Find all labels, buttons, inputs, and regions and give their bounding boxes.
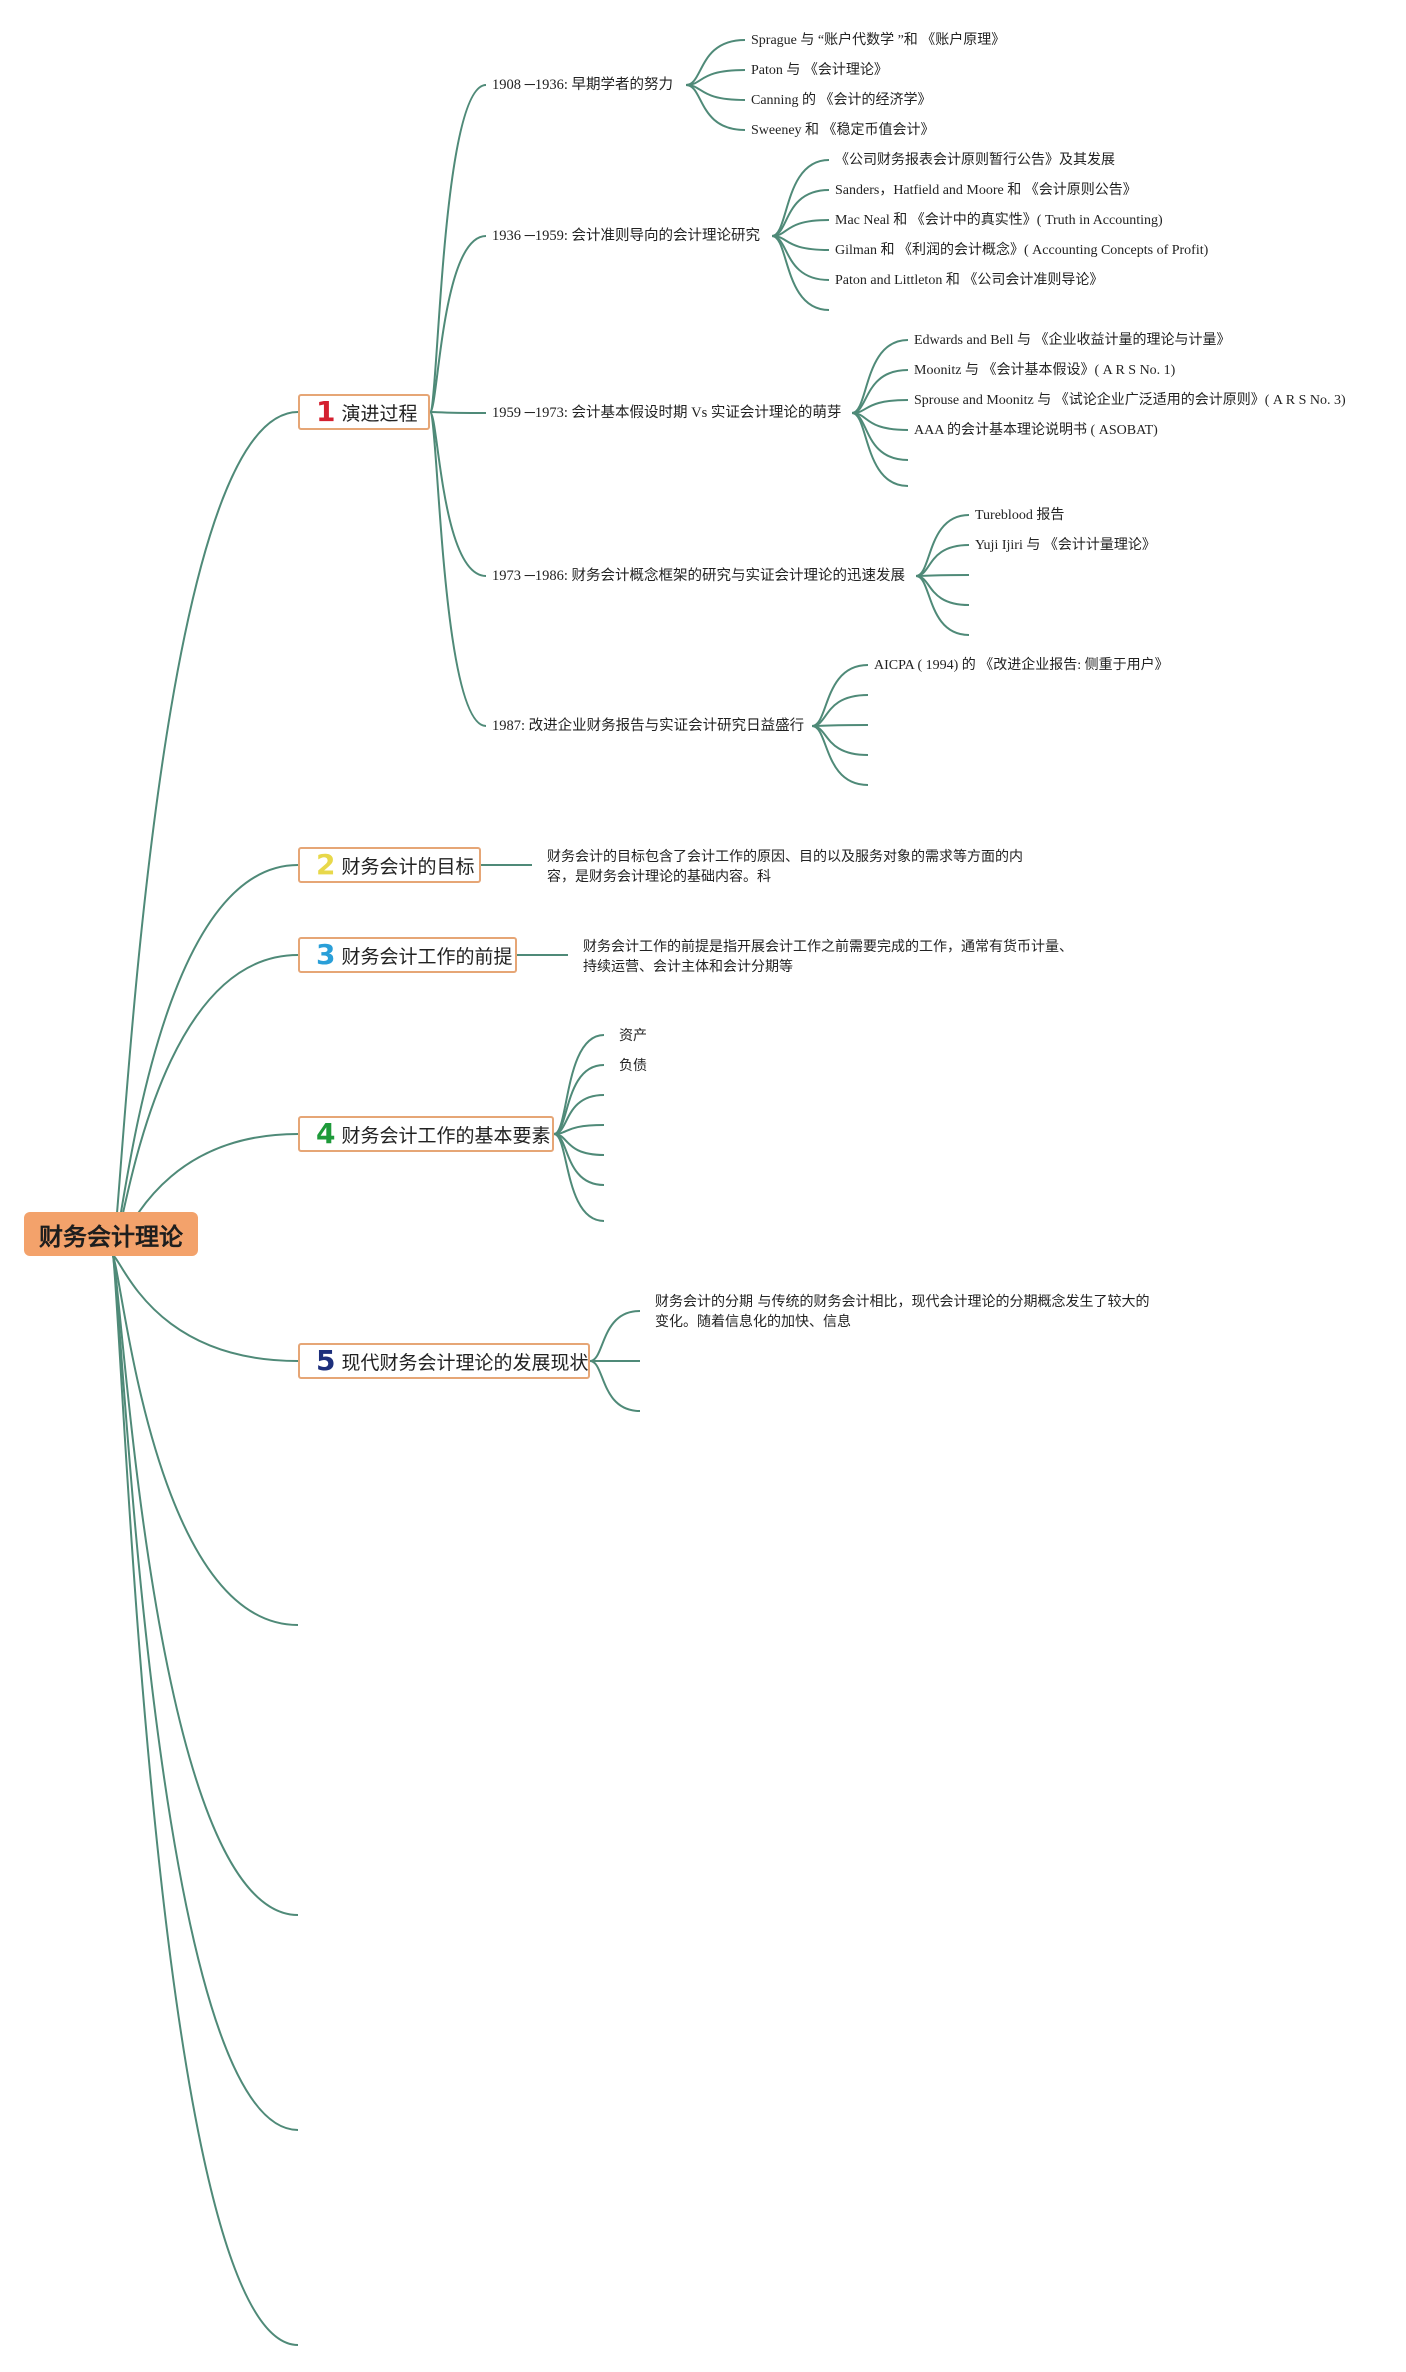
leaf-edwards-bell[interactable]: Edwards and Bell 与 《企业收益计量的理论与计量》 [914,333,1231,348]
connector [811,664,869,727]
topic-label: 现代财务会计理论的发展现状 [341,1351,589,1374]
connector [111,864,299,1256]
root-topic[interactable]: 财务会计理论 [24,1212,198,1256]
connector [811,725,869,756]
connector [811,694,869,727]
connector [589,1310,641,1362]
topic-number: 4 [316,1117,336,1150]
topic-evolution[interactable]: 1 演进过程 [298,394,430,430]
leaf-paton-littleton[interactable]: Paton and Littleton 和 《公司会计准则导论》 [835,273,1104,288]
topic-number: 2 [316,848,336,881]
connector [811,724,869,727]
connector [111,1254,299,2131]
era-1973-1986[interactable]: 1973 ─1986: 财务会计概念框架的研究与实证会计理论的迅速发展 [492,568,906,584]
era-1936-1959[interactable]: 1936 ─1959: 会计准则导向的会计理论研究 [492,228,761,244]
connector [851,412,909,487]
leaf-paton[interactable]: Paton 与 《会计理论》 [751,63,888,78]
premises-description[interactable]: 财务会计工作的前提是指开展会计工作之前需要完成的工作，通常有货币计量、持续运营、… [583,939,1073,975]
connector [685,84,746,131]
connector [851,339,909,414]
leaf-sanders[interactable]: Sanders，Hatfield and Moore 和 《会计原则公告》 [835,183,1137,198]
topic-objectives[interactable]: 2 财务会计的目标 [298,847,481,883]
connector [915,575,970,606]
connector [553,1094,605,1135]
leaf-moonitz[interactable]: Moonitz 与 《会计基本假设》( A R S No. 1) [914,363,1176,378]
leaf-interim-announcement[interactable]: 《公司财务报表会计原则暂行公告》及其发展 [835,153,1115,168]
topic-current-development[interactable]: 5 现代财务会计理论的发展现状 [298,1343,590,1379]
connector [685,84,746,101]
connector [771,159,830,237]
era-1908-1936[interactable]: 1908 ─1936: 早期学者的努力 [492,77,674,93]
connector [111,1254,299,1362]
element-liabilities[interactable]: 负债 [619,1058,647,1074]
connector [111,1254,299,1626]
connector [429,411,487,727]
topic-number: 1 [316,395,336,428]
leaf-aicpa[interactable]: AICPA ( 1994) 的 《改进企业报告: 侧重于用户》 [874,658,1169,673]
connector [771,235,830,311]
connector [851,369,909,414]
topic-premises[interactable]: 3 财务会计工作的前提 [298,937,517,973]
connector [429,411,487,414]
connector [915,575,970,636]
topic-label: 财务会计的目标 [341,855,475,878]
connector [915,544,970,577]
connector [915,574,970,577]
connector [771,189,830,237]
connector [553,1034,605,1135]
era-1959-1973[interactable]: 1959 ─1973: 会计基本假设时期 Vs 实证会计理论的萌芽 [492,405,842,421]
connector [685,69,746,86]
leaf-canning[interactable]: Canning 的 《会计的经济学》 [751,93,932,108]
connector [111,1254,299,2346]
topic-label: 财务会计工作的基本要素 [341,1124,551,1147]
leaf-gilman[interactable]: Gilman 和 《利润的会计概念》( Accounting Concepts … [835,243,1209,258]
topic-number: 5 [316,1344,336,1377]
topic-label: 演进过程 [341,402,418,425]
connector [685,39,746,86]
connector [811,725,869,786]
connector [553,1133,605,1222]
leaf-macneal[interactable]: Mac Neal 和 《会计中的真实性》( Truth in Accountin… [835,213,1163,228]
current-development-description[interactable]: 财务会计的分期 与传统的财务会计相比，现代会计理论的分期概念发生了较大的变化。随… [655,1294,1150,1330]
leaf-sprague[interactable]: Sprague 与 “账户代数学 ”和 《账户原理》 [751,33,1006,48]
connector [429,235,487,413]
leaf-tureblood[interactable]: Tureblood 报告 [975,508,1065,523]
topic-number: 3 [316,938,336,971]
connector [111,411,299,1256]
element-assets[interactable]: 资产 [619,1028,647,1044]
topic-basic-elements[interactable]: 4 财务会计工作的基本要素 [298,1116,554,1152]
connector [589,1360,641,1412]
leaf-sprouse-moonitz[interactable]: Sprouse and Moonitz 与 《试论企业广泛适用的会计原则》( A… [914,393,1346,408]
leaf-ijiri[interactable]: Yuji Ijiri 与 《会计计量理论》 [975,538,1156,553]
leaf-sweeney[interactable]: Sweeney 和 《稳定币值会计》 [751,123,935,138]
era-1987[interactable]: 1987: 改进企业财务报告与实证会计研究日益盛行 [492,718,805,734]
leaf-asobat[interactable]: AAA 的会计基本理论说明书 ( ASOBAT) [914,423,1158,438]
root-label: 财务会计理论 [39,1222,183,1251]
topic-label: 财务会计工作的前提 [341,945,513,968]
connector [553,1064,605,1135]
objectives-description[interactable]: 财务会计的目标包含了会计工作的原因、目的以及服务对象的需求等方面的内容，是财务会… [547,849,1023,885]
connector [429,84,487,413]
